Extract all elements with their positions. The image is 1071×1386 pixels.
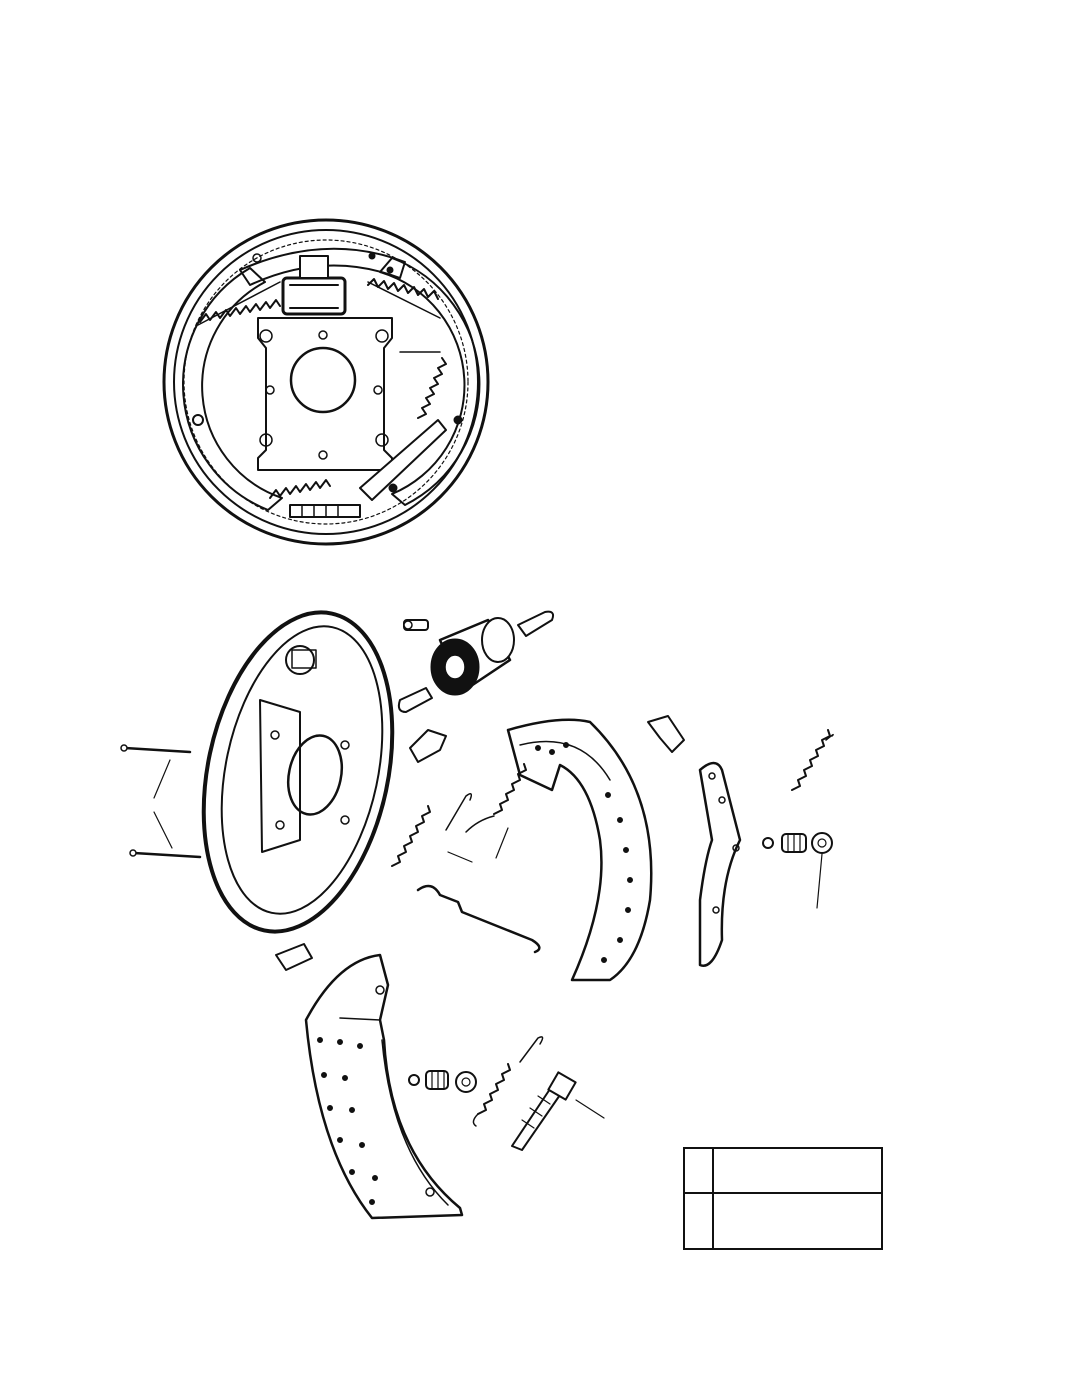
push-rod-left [397,687,433,713]
backing-plate [201,610,395,934]
primary-shoe [506,718,653,982]
adjuster-lever [698,761,742,967]
legend-key [685,1149,714,1192]
legend-table [683,1147,883,1250]
backing-plate-outer-rim [162,218,490,546]
star-adjuster [289,504,361,518]
upper-shoe-band [239,247,406,286]
adjuster-cable [416,884,541,954]
side-spring [417,357,447,419]
bleeder-screw [403,619,429,631]
backing-plate-inner-rim [173,229,479,535]
hold-down-set-right [762,832,833,909]
return-spring-a [391,793,473,867]
leading-shoe [182,267,283,511]
shoe-guide-clip [647,715,685,753]
cable-guide [409,729,447,763]
hold-down-pins [120,744,202,859]
hold-down-set-lower [408,1070,477,1093]
adjuster-screw [511,1071,605,1151]
trailing-shoe [379,257,481,506]
hub-hole [289,346,357,414]
return-spring-b [447,763,527,863]
wheel-cylinder-part [430,617,515,696]
push-rod-right [517,610,555,637]
legend-row [685,1194,881,1248]
spring-upper-right [791,729,834,791]
upper-return-spring-left [197,281,281,326]
parking-brake-lever [359,419,447,501]
upper-return-spring-right [367,278,441,319]
anchor-block [275,943,313,971]
legend-row [685,1149,881,1194]
legend-key [685,1194,714,1248]
secondary-shoe [304,953,464,1220]
lower-adjuster-spring [269,479,331,499]
assembled-brake-view [162,218,490,546]
exploded-brake-view [120,610,834,1220]
adjuster-spring-lower [472,1036,544,1127]
